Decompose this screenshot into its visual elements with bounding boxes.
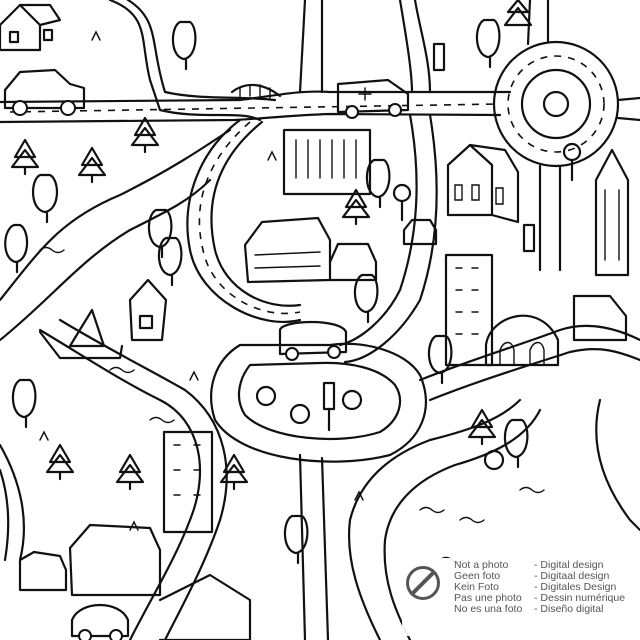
badge-line-left: Pas une photo [454, 592, 522, 604]
badge-line-right: - Diseño digital [534, 603, 604, 615]
badge-line: Not a photo - Digital design [454, 560, 625, 571]
badge-line-left: Not a photo [454, 559, 509, 571]
badge-line-right: - Dessin numérique [534, 592, 626, 604]
badge-line-left: Geen foto [454, 570, 501, 582]
badge-line-right: - Digital design [534, 559, 604, 571]
badge-line: No es una foto - Diseño digital [454, 604, 625, 615]
no-photo-icon [406, 566, 440, 600]
badge-line-left: Kein Foto [454, 581, 499, 593]
badge-line: Pas une photo - Dessin numérique [454, 593, 625, 604]
trees [4, 0, 533, 565]
buildings [0, 3, 630, 640]
badge-line: Kein Foto - Digitales Design [454, 582, 625, 593]
badge-line-right: - Digitales Design [534, 581, 617, 593]
badge-text: Not a photo - Digital design Geen foto -… [454, 560, 625, 615]
badge-line-right: - Digitaal design [534, 570, 610, 582]
badge-line: Geen foto - Digitaal design [454, 571, 625, 582]
park-details [38, 30, 582, 564]
not-a-photo-badge: Not a photo - Digital design Geen foto -… [402, 558, 636, 636]
vehicles [3, 68, 628, 640]
badge-line-left: No es una foto [454, 603, 523, 615]
